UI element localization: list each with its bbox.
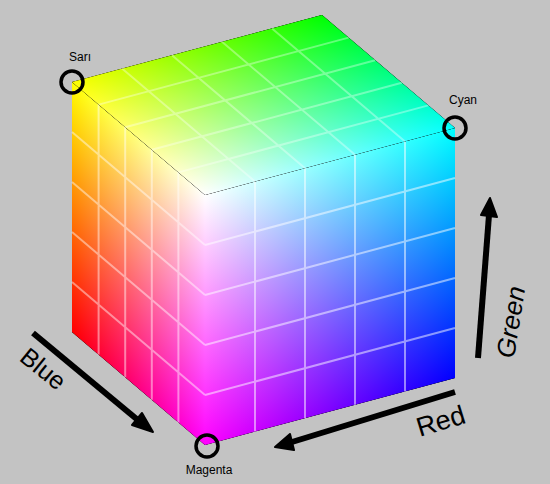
cube-top-face xyxy=(72,15,455,195)
corner-marker xyxy=(61,71,83,93)
corner-marker xyxy=(196,435,218,457)
cell-grid xyxy=(72,15,455,195)
corner-marker xyxy=(444,117,466,139)
face-blend xyxy=(72,15,455,195)
corner-label: Cyan xyxy=(449,94,477,107)
face-base xyxy=(72,15,455,195)
axis-label: Green xyxy=(491,284,531,360)
axis-label: Red xyxy=(413,401,469,444)
corner-label: Sarı xyxy=(69,51,91,64)
axis-label: Blue xyxy=(15,343,71,396)
face-blend xyxy=(72,15,455,195)
corner-label: Magenta xyxy=(186,464,233,477)
